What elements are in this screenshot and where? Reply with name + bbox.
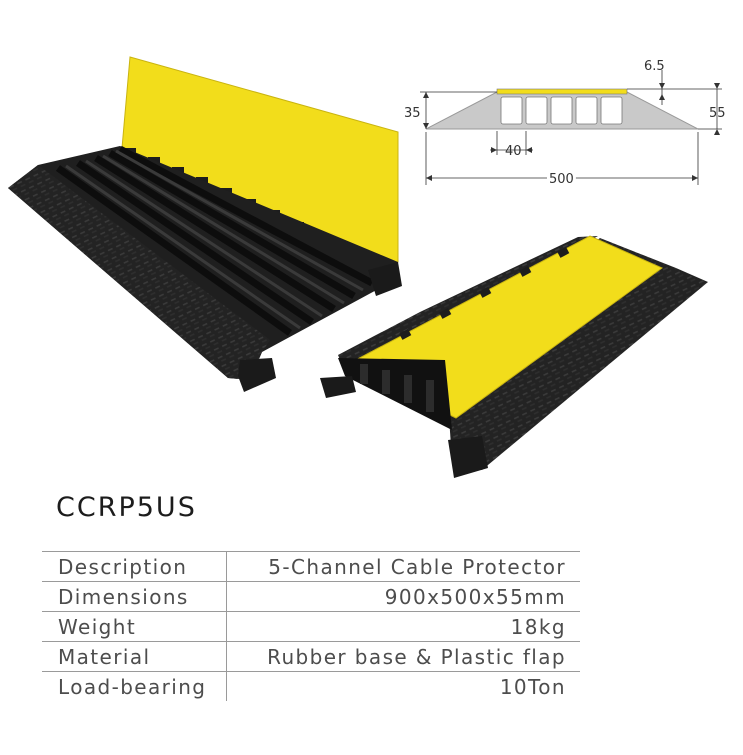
label-total-width: 500 [549,172,574,187]
spec-row-weight: Weight 18kg [42,611,580,642]
spec-label: Description [42,551,227,582]
spec-value: Rubber base & Plastic flap [226,641,580,672]
label-total-height: 55 [709,106,726,121]
spec-value: 10Ton [499,674,566,699]
spec-label: Weight [42,611,227,642]
label-ramp-height: 35 [404,106,421,121]
spec-row-material: Material Rubber base & Plastic flap [42,641,580,672]
spec-value: 900x500x55mm [226,581,580,612]
model-number: CCRP5US [56,492,197,523]
spec-table: Description 5-Channel Cable Protector Di… [42,551,580,701]
spec-label: Load-bearing [42,671,227,701]
open-cable-protector-image [8,56,402,392]
closed-cable-protector-image [320,235,708,478]
cross-section-drawing: 6.5 35 55 40 500 [404,59,726,190]
spec-label: Material [42,641,227,672]
spec-row-dimensions: Dimensions 900x500x55mm [42,581,580,612]
spec-value: 5-Channel Cable Protector [226,551,580,582]
product-illustration: 6.5 35 55 40 500 [8,56,726,478]
spec-row-load-bearing: Load-bearing 10Ton [42,671,580,701]
spec-label: Dimensions [42,581,227,612]
spec-value: 18kg [226,611,580,642]
spec-row-description: Description 5-Channel Cable Protector [42,551,580,582]
label-channel-width: 40 [505,144,522,159]
label-flap-thickness: 6.5 [644,59,665,74]
